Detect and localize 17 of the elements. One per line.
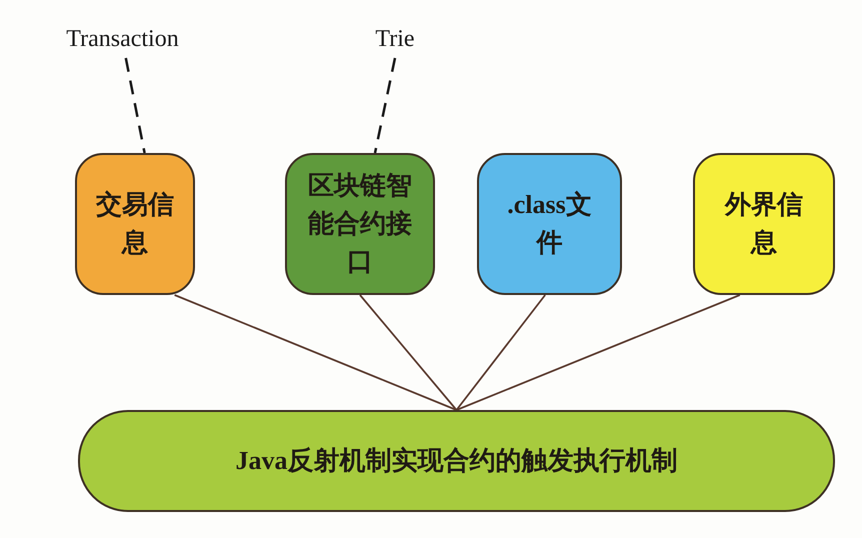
box-text: 交易信息 — [95, 189, 175, 259]
box-text: .class文件 — [506, 189, 593, 259]
connector-line — [456, 294, 740, 411]
connector-line — [456, 294, 546, 411]
connector-line — [359, 294, 458, 411]
connector-line — [174, 294, 457, 411]
rounded-box — [75, 153, 195, 295]
dashed-line — [374, 58, 396, 154]
box-text: 外界信息 — [724, 189, 804, 259]
rounded-box — [285, 153, 435, 295]
dashed-line — [124, 58, 146, 154]
label-text: Transaction — [66, 26, 179, 52]
box-text: Java反射机制实现合约的触发执行机制 — [236, 445, 678, 478]
rounded-box — [477, 153, 622, 295]
rounded-box — [693, 153, 835, 295]
label-text: Trie — [375, 26, 415, 52]
box-text: 区块链智能合约接口 — [307, 170, 413, 278]
